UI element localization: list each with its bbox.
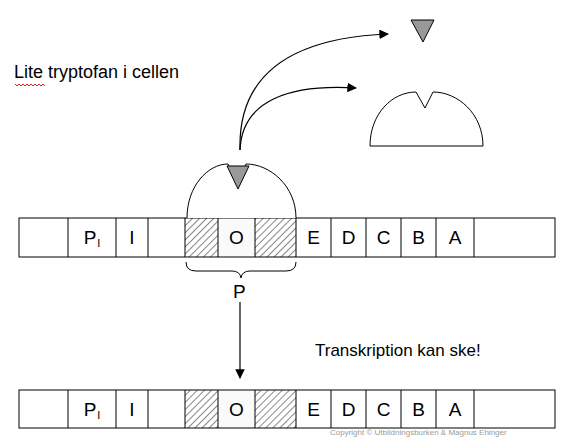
- cell-dividers: [68, 390, 474, 428]
- gene-cell: O: [218, 218, 255, 257]
- cell-label: A: [449, 400, 462, 419]
- copyright-watermark: Copyright © Utbildningsburken & Magnus E…: [330, 428, 507, 437]
- gene-cell: PI: [68, 218, 116, 257]
- dna-strip: [19, 390, 555, 428]
- promoter-bracket: [186, 262, 296, 278]
- cell-dividers: [68, 218, 474, 257]
- operator-fill: [218, 218, 255, 257]
- gene-cell: I: [116, 390, 148, 428]
- release-arrow: [240, 87, 356, 150]
- operator-fill: [218, 390, 255, 428]
- gene-cell: I: [116, 218, 148, 257]
- bracket-label: P: [233, 281, 246, 303]
- cell-label: D: [342, 228, 356, 247]
- gene-cell: B: [401, 218, 436, 257]
- cell-label: P: [84, 228, 97, 247]
- spellcheck-underline: [15, 84, 45, 86]
- gene-cell: O: [218, 390, 255, 428]
- tryptophan-molecule: [411, 20, 434, 42]
- repressor-protein: [370, 92, 483, 146]
- gene-cell: E: [296, 218, 331, 257]
- hatched-region: [255, 390, 296, 428]
- gene-cell: A: [436, 390, 474, 428]
- cell-label: E: [307, 228, 320, 247]
- down-arrow: [239, 302, 240, 378]
- cell-label: B: [412, 400, 425, 419]
- gene-cell: D: [331, 218, 366, 257]
- cell-label: I: [129, 400, 134, 419]
- gene-cell: E: [296, 390, 331, 428]
- cell-label: B: [412, 228, 425, 247]
- diagram-title: Lite tryptofan i cellen: [14, 62, 179, 83]
- gene-cell: PI: [68, 390, 116, 428]
- cell-label: P: [84, 400, 97, 419]
- release-arrow: [240, 34, 388, 150]
- gene-cell: D: [331, 390, 366, 428]
- strip-outline: [19, 218, 555, 257]
- repressor-protein: [187, 164, 296, 218]
- cell-label: C: [377, 400, 391, 419]
- cell-label: I: [129, 228, 134, 247]
- cell-label: O: [229, 400, 244, 419]
- subscript-text: I: [97, 238, 100, 249]
- strip-outline: [19, 390, 555, 428]
- tryptophan-molecule: [227, 166, 249, 189]
- cell-label: A: [449, 228, 462, 247]
- hatched-region: [185, 218, 218, 257]
- subscript-text: I: [97, 410, 100, 421]
- gene-cell: C: [366, 218, 401, 257]
- hatched-region: [255, 218, 296, 257]
- hatched-region: [185, 390, 218, 428]
- cell-label: D: [342, 400, 356, 419]
- cell-label: E: [307, 400, 320, 419]
- dna-strip: [19, 218, 555, 257]
- gene-cell: A: [436, 218, 474, 257]
- gene-cell: B: [401, 390, 436, 428]
- cell-label: O: [229, 228, 244, 247]
- gene-cell: C: [366, 390, 401, 428]
- status-note: Transkription kan ske!: [315, 341, 481, 361]
- cell-label: C: [377, 228, 391, 247]
